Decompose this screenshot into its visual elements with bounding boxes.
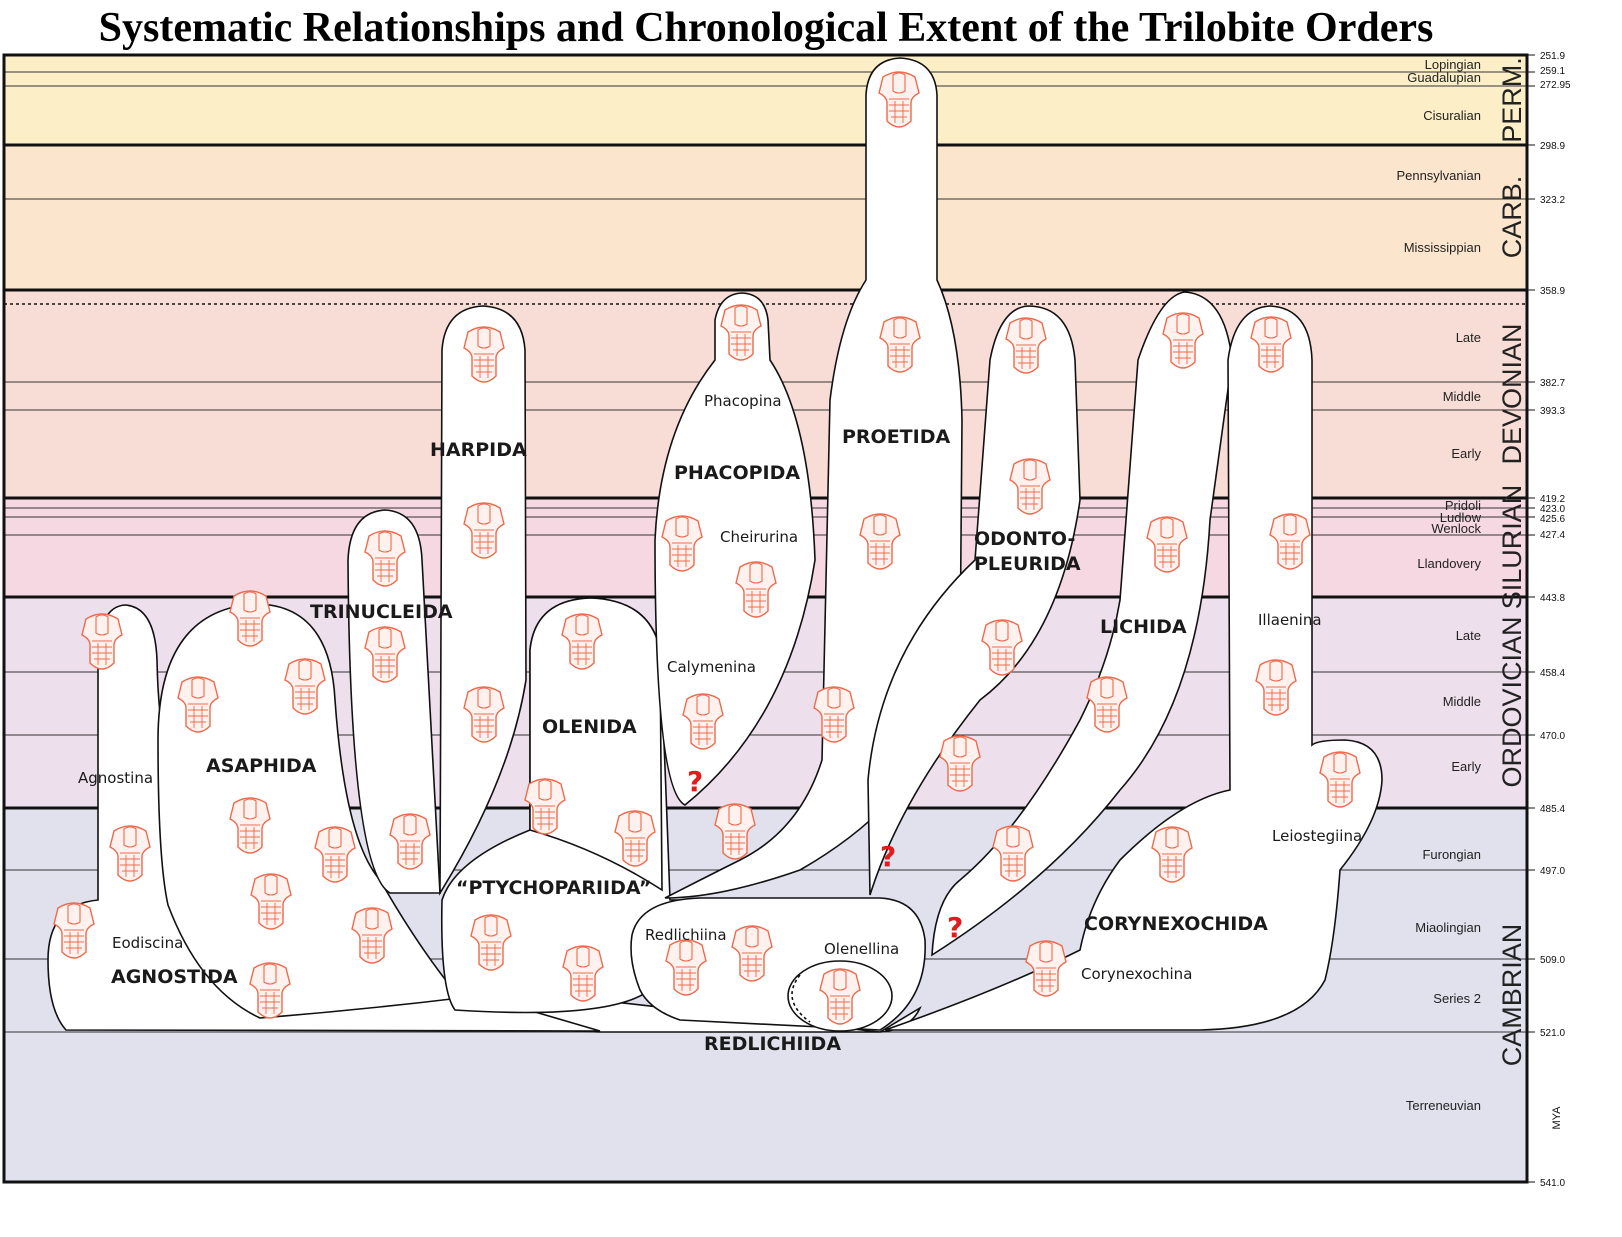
suborder-label-agnostina: Agnostina <box>78 769 153 787</box>
epoch-label: Pridoli <box>1445 498 1481 513</box>
epoch-label: Mississippian <box>1404 240 1481 255</box>
uncertain-marks: ? ? ? <box>687 765 963 944</box>
period-label: CARB. <box>1497 176 1527 259</box>
phacopida-shape <box>654 292 816 806</box>
suborder-label-redlichiina: Redlichiina <box>645 926 727 944</box>
epoch-label: Early <box>1451 759 1481 774</box>
period-label: CAMBRIAN <box>1497 924 1527 1067</box>
trinucleida-shape <box>347 509 441 894</box>
order-label-odontopleurida-1: ODONTO- <box>974 528 1075 550</box>
suborder-label-leiostegiina: Leiostegiina <box>1272 827 1362 845</box>
band-carboniferous <box>4 145 1527 290</box>
question-mark-icon: ? <box>880 840 896 873</box>
epoch-label: Terreneuvian <box>1406 1098 1481 1113</box>
epoch-label: Furongian <box>1422 847 1481 862</box>
age-label: 521.0 <box>1540 1028 1565 1039</box>
order-label-phacopida: PHACOPIDA <box>674 462 800 484</box>
epoch-label: Early <box>1451 446 1481 461</box>
order-label-olenida: OLENIDA <box>542 716 637 738</box>
order-label-asaphida: ASAPHIDA <box>206 755 317 777</box>
order-label-trinucleida: TRINUCLEIDA <box>310 601 453 623</box>
epoch-label: Series 2 <box>1433 991 1481 1006</box>
suborder-label-phacopina: Phacopina <box>704 392 782 410</box>
order-label-agnostida: AGNOSTIDA <box>111 966 238 988</box>
age-label: 509.0 <box>1540 955 1565 966</box>
harpida-shape <box>439 305 527 896</box>
age-label: 425.6 <box>1540 514 1565 525</box>
question-mark-icon: ? <box>947 911 963 944</box>
order-label-ptychopariida: “PTYCHOPARIIDA” <box>456 877 651 899</box>
age-label: 323.2 <box>1540 195 1565 206</box>
age-label: 251.9 <box>1540 51 1565 62</box>
epoch-label: Llandovery <box>1417 556 1481 571</box>
epoch-label: Middle <box>1443 694 1481 709</box>
age-label: 358.9 <box>1540 286 1565 297</box>
axis-unit-label: MYA <box>1551 1106 1563 1130</box>
order-label-odontopleurida-2: PLEURIDA <box>974 553 1081 575</box>
age-label: 419.2 <box>1540 494 1565 505</box>
age-label: 470.0 <box>1540 731 1565 742</box>
age-label: 272.95 <box>1540 80 1571 91</box>
suborder-label-calymenina: Calymenina <box>667 658 756 676</box>
order-label-harpida: HARPIDA <box>430 439 527 461</box>
epoch-label: Wenlock <box>1431 521 1481 536</box>
period-label: ORDOVICIAN <box>1497 616 1527 787</box>
epoch-label: Late <box>1456 330 1481 345</box>
suborder-label-eodiscina: Eodiscina <box>112 934 183 952</box>
age-label: 427.4 <box>1540 530 1565 541</box>
age-label: 423.0 <box>1540 504 1565 515</box>
age-label: 382.7 <box>1540 378 1565 389</box>
epoch-label: Guadalupian <box>1407 70 1481 85</box>
period-label: DEVONIAN <box>1497 323 1527 464</box>
period-labels: PERM. CARB. DEVONIAN SILURIAN ORDOVICIAN… <box>1497 57 1527 1066</box>
age-label: 485.4 <box>1540 804 1565 815</box>
chart-frame <box>2 53 1529 1184</box>
suborder-label-corynexochina: Corynexochina <box>1081 965 1192 983</box>
order-labels: AGNOSTIDA ASAPHIDA TRINUCLEIDA HARPIDA O… <box>111 426 1268 1055</box>
olenellina-dotted-arc <box>791 974 811 1023</box>
suborder-label-cheirurina: Cheirurina <box>720 528 798 546</box>
suborder-labels: Agnostina Eodiscina Phacopina Cheirurina… <box>78 392 1362 983</box>
age-label: 298.9 <box>1540 141 1565 152</box>
age-labels: 251.9 259.1 272.95 298.9 323.2 358.9 382… <box>1540 51 1571 1189</box>
band-permian <box>4 55 1527 145</box>
order-label-proetida: PROETIDA <box>842 426 950 448</box>
chart-title: Systematic Relationships and Chronologic… <box>99 5 1434 51</box>
order-label-redlichiida: REDLICHIIDA <box>704 1033 841 1055</box>
proetida-shape <box>664 57 963 899</box>
epoch-label: Late <box>1456 628 1481 643</box>
order-label-corynexochida: CORYNEXOCHIDA <box>1084 913 1268 935</box>
age-label: 259.1 <box>1540 66 1565 77</box>
suborder-label-illaenina: Illaenina <box>1258 611 1322 629</box>
period-label: PERM. <box>1497 57 1527 143</box>
epoch-label: Miaolingian <box>1415 920 1481 935</box>
epoch-label: Lopingian <box>1425 57 1481 72</box>
corynexochida-shape <box>884 305 1383 1031</box>
suborder-label-olenellina: Olenellina <box>824 940 899 958</box>
epoch-label: Ludlow <box>1440 510 1482 525</box>
epoch-labels: Lopingian Guadalupian Cisuralian Pennsyl… <box>1396 57 1481 1113</box>
order-label-lichida: LICHIDA <box>1100 616 1187 638</box>
epoch-label: Pennsylvanian <box>1396 168 1481 183</box>
age-label: 443.8 <box>1540 593 1565 604</box>
question-mark-icon: ? <box>687 765 703 798</box>
epoch-label: Cisuralian <box>1423 108 1481 123</box>
age-label: 458.4 <box>1540 668 1565 679</box>
age-label: 393.3 <box>1540 406 1565 417</box>
period-label: SILURIAN <box>1497 485 1527 610</box>
age-label: 497.0 <box>1540 866 1565 877</box>
axis-ticks <box>1527 54 1535 1183</box>
age-label: 541.0 <box>1540 1178 1565 1189</box>
epoch-label: Middle <box>1443 389 1481 404</box>
